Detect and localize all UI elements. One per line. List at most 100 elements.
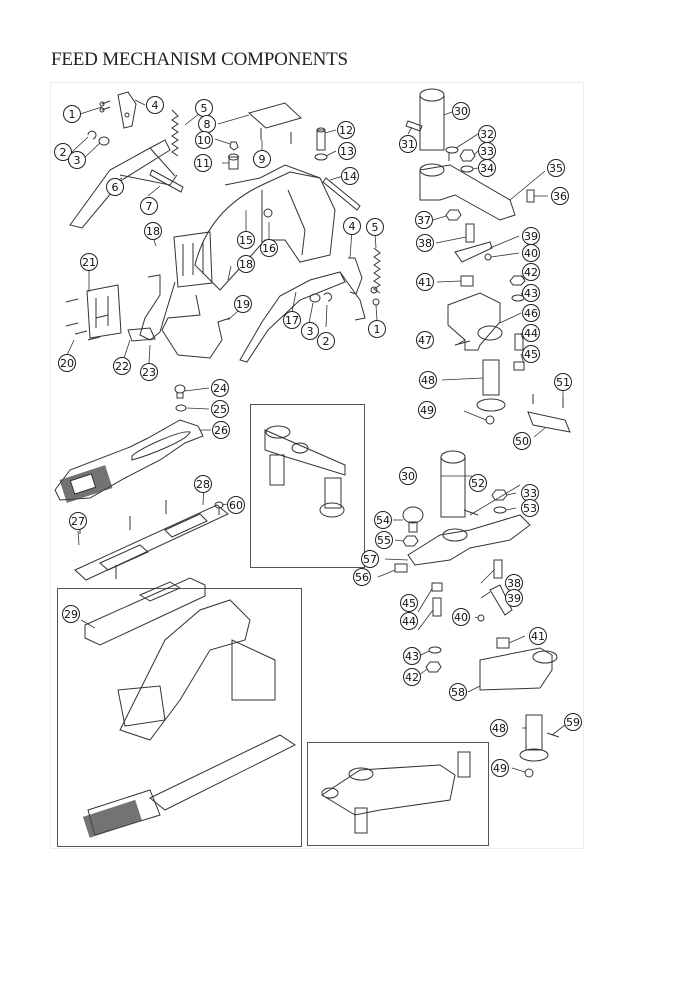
plate-50: [527, 411, 571, 433]
screw-52: [463, 509, 479, 516]
bushing-45a: [513, 361, 525, 371]
page-title: FEED MECHANISM COMPONENTS: [51, 49, 348, 70]
callout-number: 52: [471, 477, 485, 490]
callout-number: 56: [355, 571, 369, 584]
callout-circle: [416, 331, 434, 349]
arm-57: [407, 514, 531, 566]
callout-number: 43: [405, 650, 419, 663]
stud-38b: [493, 559, 503, 579]
callout-number: 48: [492, 722, 506, 735]
screws-51: [532, 394, 564, 408]
cover-plate-8: [247, 102, 302, 129]
callout-23: 23: [140, 363, 158, 381]
callout-circle: [68, 151, 86, 169]
callout-24: 24: [211, 379, 229, 397]
screw-49b: [524, 768, 534, 778]
callout-46: 46: [522, 304, 540, 322]
callout-number: 48: [421, 374, 435, 387]
callout-circle: [547, 159, 565, 177]
callout-number: 41: [531, 630, 545, 643]
plate-21: [86, 284, 122, 339]
callout-number: 50: [515, 435, 529, 448]
block-41b: [496, 637, 510, 649]
callout-number: 20: [60, 357, 74, 370]
callout-25: 25: [211, 400, 229, 418]
callout-circle: [399, 467, 417, 485]
callout-circle: [69, 512, 87, 530]
spring-5a: [171, 109, 179, 157]
callout-number: 34: [480, 162, 494, 175]
callout-number: 18: [239, 258, 253, 271]
callout-number: 35: [549, 162, 563, 175]
callout-number: 39: [524, 230, 538, 243]
screw-36: [526, 189, 535, 203]
callout-circle: [338, 142, 356, 160]
callout-30: 30: [452, 102, 470, 120]
callout-number: 4: [349, 220, 356, 233]
callout-circle: [54, 143, 72, 161]
callout-35: 35: [547, 159, 565, 177]
callout-number: 1: [69, 108, 76, 121]
feed-lever-left: [69, 139, 178, 229]
callout-circle: [140, 197, 158, 215]
callout-circle: [301, 322, 319, 340]
callout-circle: [469, 474, 487, 492]
callout-18: 18: [144, 222, 162, 240]
feet-22-23: [127, 274, 176, 342]
feed-plate-26: [54, 419, 204, 501]
base-plate-28: [74, 504, 229, 581]
callout-circle: [522, 244, 540, 262]
callout-10: 10: [195, 131, 213, 149]
callout-11: 11: [194, 154, 212, 172]
callout-circle: [505, 589, 523, 607]
callout-33: 33: [521, 484, 539, 502]
nut-55: [402, 535, 419, 547]
callout-19: 19: [234, 295, 252, 313]
callout-circle: [353, 568, 371, 586]
callout-number: 32: [480, 128, 494, 141]
callout-circle: [522, 324, 540, 342]
main-bracket: [194, 164, 336, 291]
callout-27: 27: [69, 512, 87, 530]
callout-circle: [343, 217, 361, 235]
callout-4: 4: [146, 96, 164, 114]
callout-circle: [529, 627, 547, 645]
feed-lever-right: [239, 257, 366, 363]
callout-52: 52: [469, 474, 487, 492]
stud-38: [465, 223, 475, 243]
nut-37: [445, 209, 462, 221]
callout-number: 8: [204, 118, 211, 131]
callout-54: 54: [374, 511, 392, 529]
callout-circle: [234, 295, 252, 313]
callout-circle: [80, 253, 98, 271]
callout-1: 1: [368, 320, 386, 338]
callout-number: 36: [553, 190, 567, 203]
stud-44b: [432, 597, 442, 617]
screws-20: [65, 298, 109, 341]
callout-number: 5: [372, 221, 379, 234]
callout-45: 45: [522, 345, 540, 363]
callout-circle: [400, 594, 418, 612]
callout-circle: [478, 159, 496, 177]
callout-circle: [337, 121, 355, 139]
callout-circle: [253, 150, 271, 168]
callout-48: 48: [490, 719, 508, 737]
callout-circle: [551, 187, 569, 205]
callout-3: 3: [301, 322, 319, 340]
callout-number: 33: [480, 145, 494, 158]
callout-number: 49: [420, 404, 434, 417]
callout-number: 12: [339, 124, 353, 137]
callout-circle: [399, 135, 417, 153]
callout-number: 30: [454, 105, 468, 118]
washer-25: [175, 404, 187, 412]
callout-39: 39: [522, 227, 540, 245]
shaft-7: [149, 169, 184, 193]
callout-number: 2: [60, 146, 67, 159]
callout-circle: [140, 363, 158, 381]
callout-number: 22: [115, 360, 129, 373]
callout-circle: [415, 211, 433, 229]
callout-60: 60: [227, 496, 245, 514]
callout-30: 30: [399, 467, 417, 485]
lever-plate-4: [117, 91, 137, 129]
